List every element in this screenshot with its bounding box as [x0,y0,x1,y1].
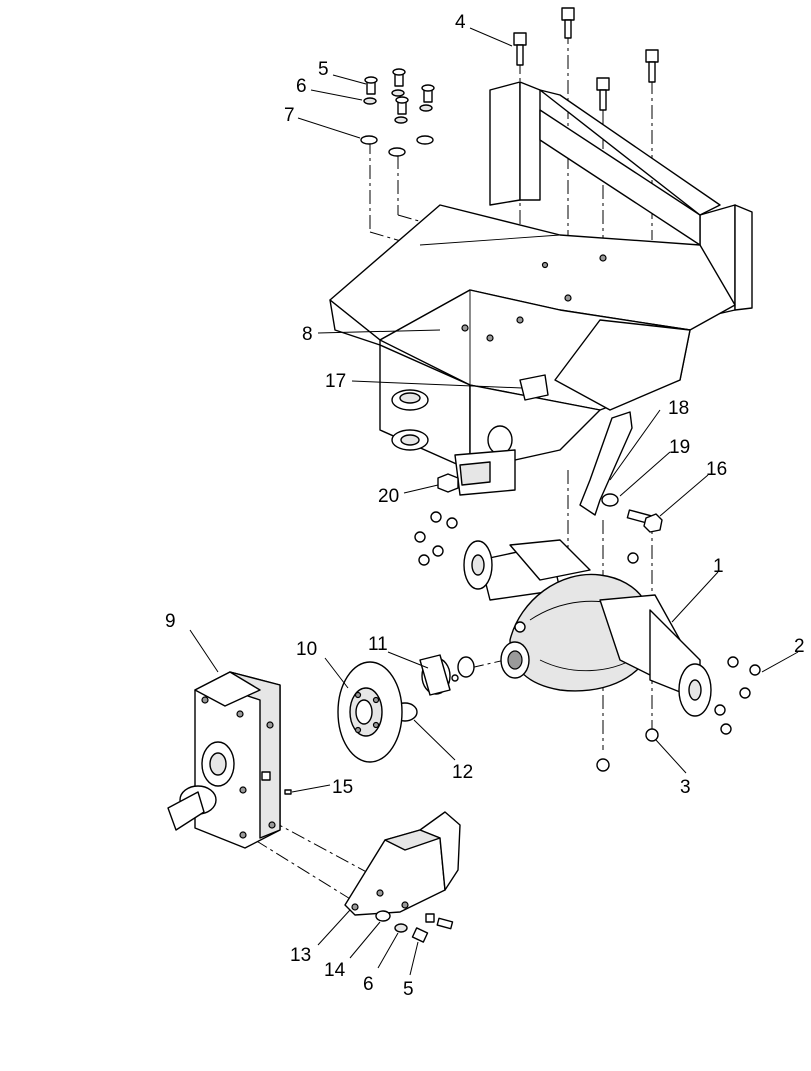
gearbox-mount-bracket [344,811,461,943]
callout-13: 13 [290,945,311,966]
callout-7: 7 [284,105,295,126]
callout-12: 12 [452,762,473,783]
input-hub-and-seal [392,654,475,722]
brake-disc [337,661,403,763]
upper-mounting-hardware [360,68,435,157]
callout-19: 19 [669,437,690,458]
callout-18: 18 [668,398,689,419]
callout-labels: 1 2 3 4 5 5 6 6 7 8 9 10 11 12 13 14 15 … [165,12,805,1000]
callout-6-upper: 6 [296,76,307,97]
callout-14: 14 [324,960,346,981]
callout-9: 9 [165,611,176,632]
gearbox [167,671,292,849]
callout-10: 10 [296,639,317,660]
callout-6-lower: 6 [363,974,374,995]
callout-15: 15 [332,777,353,798]
torque-arm-assembly [579,411,663,533]
callout-4: 4 [455,12,466,33]
callout-16: 16 [706,459,727,480]
callout-2: 2 [794,636,805,657]
main-frame [329,81,753,496]
callout-11: 11 [368,634,388,655]
leader-lines [189,27,799,976]
callout-1: 1 [713,556,724,577]
callout-5-lower: 5 [403,979,414,1000]
callout-8: 8 [302,324,313,345]
callout-17: 17 [325,371,346,392]
callout-3: 3 [680,777,691,798]
rear-axle-assembly [414,511,761,772]
callout-5-upper: 5 [318,59,329,80]
callout-20: 20 [378,486,399,507]
frame-bolts [513,7,659,111]
